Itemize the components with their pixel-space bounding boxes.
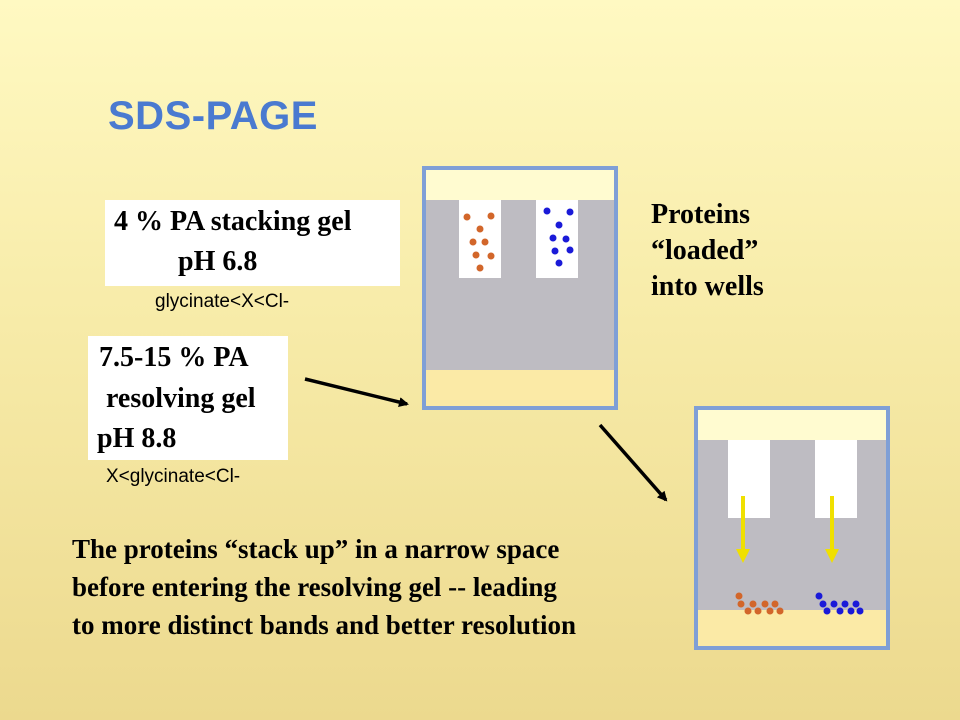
gel2-well-right bbox=[815, 440, 857, 518]
gel1-stacking-gel bbox=[424, 200, 616, 370]
gel1-orange-proteins bbox=[463, 212, 495, 272]
stacking-gel-label-line1: 4 % PA stacking gel bbox=[114, 206, 352, 237]
explanation-line2: before entering the resolving gel -- lea… bbox=[72, 572, 557, 602]
resolving-gel-pointer-arrow bbox=[304, 377, 409, 407]
gel2-blue-band bbox=[815, 592, 864, 615]
stacking-gel-label-line2: pH 6.8 bbox=[178, 246, 258, 277]
stacking-gel-mobility-order: glycinate<X<Cl- bbox=[155, 291, 290, 312]
proteins-loaded-line2: “loaded” bbox=[651, 235, 759, 266]
resolving-gel-mobility-order: X<glycinate<Cl- bbox=[106, 466, 241, 487]
gel1-blue-proteins bbox=[543, 207, 574, 267]
gel-after-stacking bbox=[694, 406, 890, 650]
slide-title: SDS-PAGE bbox=[108, 94, 318, 138]
gel2-resolving-gel bbox=[696, 610, 888, 648]
gel-before-run bbox=[422, 166, 618, 410]
proteins-loaded-label: Proteins “loaded” into wells bbox=[651, 197, 764, 305]
gel2-frame bbox=[694, 406, 890, 650]
stacking-gel-label-box bbox=[105, 200, 400, 286]
proteins-loaded-line3: into wells bbox=[651, 271, 764, 302]
explanation-line1: The proteins “stack up” in a narrow spac… bbox=[72, 534, 560, 564]
resolving-gel-label-box bbox=[88, 336, 288, 460]
gel2-stacking-gel bbox=[696, 440, 888, 610]
resolving-gel-label-line2: resolving gel bbox=[106, 383, 256, 414]
proteins-loaded-line1: Proteins bbox=[651, 199, 751, 230]
explanation-text: The proteins “stack up” in a narrow spac… bbox=[72, 530, 576, 644]
gel1-frame bbox=[422, 166, 618, 410]
gel2-orange-band bbox=[735, 592, 784, 615]
gel2-well-left bbox=[728, 440, 770, 518]
resolving-gel-label-line1: 7.5-15 % PA bbox=[99, 342, 249, 373]
explanation-line3: to more distinct bands and better resolu… bbox=[72, 610, 577, 640]
resolving-gel-label-line3: pH 8.8 bbox=[97, 423, 177, 454]
process-step-arrow bbox=[598, 423, 668, 502]
gel1-resolving-gel bbox=[424, 370, 616, 408]
